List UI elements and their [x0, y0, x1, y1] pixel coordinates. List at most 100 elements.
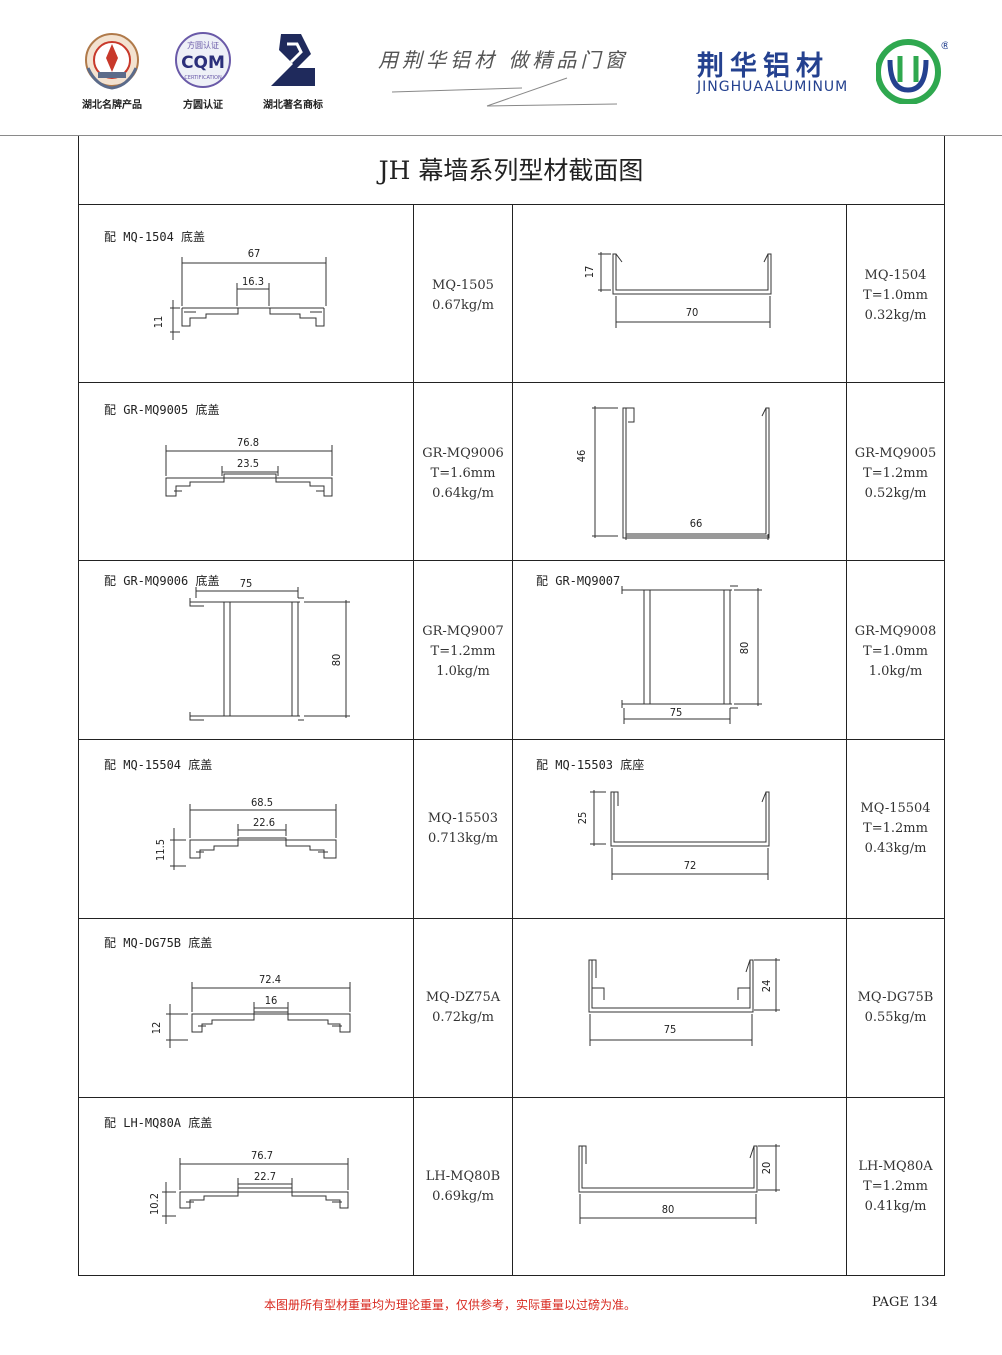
dimension-label: 80: [330, 654, 343, 667]
left-profile-spec: GR-MQ9007 T=1.2mm 1.0kg/m: [414, 622, 512, 682]
right-profile-spec: GR-MQ9005 T=1.2mm 0.52kg/m: [847, 444, 944, 504]
model-number: GR-MQ9005: [854, 446, 937, 461]
weight-value: 0.41kg/m: [864, 1199, 927, 1214]
row-divider: [78, 918, 944, 919]
hubei-trademark-badge: [253, 28, 333, 98]
slogan-text: 用荆华铝材 做精品门窗: [378, 48, 629, 72]
cqm-logo-icon: 方圆认证 CQM CERTIFICATION: [175, 32, 231, 88]
profile-h-gr-mq9008: [621, 585, 738, 709]
left-profile-spec: MQ-15503 0.713kg/m: [414, 809, 512, 849]
slogan-underline-icon: [392, 77, 618, 107]
hubei-brand-badge: [72, 28, 152, 98]
right-profile-spec: MQ-DG75B 0.55kg/m: [847, 988, 944, 1028]
dimension-label: 70: [686, 306, 699, 319]
brand-name-en: JINGHUAALUMINUM: [697, 79, 849, 95]
model-number: MQ-DZ75A: [425, 990, 501, 1005]
weight-value: 0.713kg/m: [427, 831, 499, 846]
dimension-lines: [589, 958, 780, 1046]
dimension-label: 75: [664, 1023, 677, 1036]
model-number: GR-MQ9007: [422, 624, 504, 639]
left-profile-label: 配 MQ-15504 底盖: [104, 758, 213, 772]
profile-u-channel-gr-mq9005: [622, 407, 770, 539]
weight-value: 0.72kg/m: [432, 1010, 494, 1025]
cqm-top-text: 方圆认证: [187, 40, 219, 50]
dimension-label: 76.8: [237, 436, 259, 449]
dimension-lines: [170, 804, 337, 870]
weight-value: 0.52kg/m: [864, 486, 927, 501]
dimension-label: 80: [738, 642, 751, 655]
cqm-sub-text: CERTIFICATION: [184, 75, 222, 81]
dimension-label: 22.6: [253, 816, 275, 829]
right-profile-spec: MQ-15504 T=1.2mm 0.43kg/m: [847, 799, 944, 859]
profile-cap-mq15503: [189, 837, 337, 859]
dimension-lines: [165, 445, 333, 476]
model-number: MQ-1504: [864, 268, 927, 283]
registered-mark: ®: [940, 39, 948, 52]
dimension-label: 10.2: [148, 1193, 161, 1215]
profile-drawings: 67 16.3 11 70 17 76.8 23.5 66 46 75 80 7…: [148, 247, 780, 1224]
thickness-value: T=1.2mm: [863, 466, 928, 481]
model-number: LH-MQ80A: [858, 1159, 933, 1174]
dimension-label: 76.7: [251, 1149, 273, 1162]
row-divider: [78, 739, 944, 740]
dimension-lines: [590, 790, 769, 880]
right-profile-spec: GR-MQ9008 T=1.0mm 1.0kg/m: [847, 622, 944, 682]
section-table: JH 幕墙系列型材截面图 配 MQ-1504 底盖 MQ-1505 0.67kg…: [78, 136, 945, 1276]
profile-channel-mq15504: [610, 791, 770, 847]
thickness-value: T=1.0mm: [863, 288, 928, 303]
dimension-label: 72: [684, 859, 697, 872]
thickness-value: T=1.0mm: [863, 644, 928, 659]
model-number: MQ-DG75B: [857, 990, 934, 1005]
left-profile-spec: MQ-1505 0.67kg/m: [414, 276, 512, 316]
trademark-logo-icon: [271, 34, 315, 86]
profile-cap-lh-mq80b: [179, 1187, 349, 1209]
right-profile-label: 配 MQ-15503 底座: [536, 758, 645, 772]
dimension-label: 12: [150, 1022, 163, 1035]
row-divider: [78, 204, 944, 205]
right-profile-spec: LH-MQ80A T=1.2mm 0.41kg/m: [847, 1157, 944, 1217]
dimension-label: 24: [760, 980, 773, 993]
dimension-label: 66: [690, 517, 703, 530]
dimension-label: 80: [662, 1203, 675, 1216]
brand-logo-icon: ®: [876, 39, 948, 104]
cqm-text: CQM: [181, 53, 225, 73]
profile-channel-mq1504: [612, 253, 772, 295]
dimension-label: 11.5: [154, 839, 167, 861]
model-number: MQ-1505: [432, 278, 494, 293]
dimension-lines: [598, 252, 771, 328]
model-number: LH-MQ80B: [425, 1169, 501, 1184]
weight-value: 1.0kg/m: [436, 664, 490, 679]
model-number: MQ-15503: [427, 811, 499, 826]
profile-channel-lh-mq80a: [578, 1145, 758, 1193]
page-number: PAGE 134: [872, 1295, 938, 1310]
brand-name-cn: 荆华铝材: [697, 51, 829, 82]
dimension-lines: [170, 257, 327, 340]
thickness-value: T=1.2mm: [430, 644, 496, 659]
profile-cap-mq1505: [181, 307, 325, 327]
dimension-label: 16.3: [242, 275, 264, 288]
row-divider: [78, 382, 944, 383]
left-profile-spec: MQ-DZ75A 0.72kg/m: [414, 988, 512, 1028]
model-number: GR-MQ9008: [854, 624, 937, 639]
badge-caption: 方圆认证: [183, 100, 223, 111]
weight-value: 1.0kg/m: [868, 664, 923, 679]
profile-cap-mq-dz75a: [191, 1011, 351, 1033]
table-border-right: [944, 136, 945, 1276]
dimension-label: 72.4: [259, 973, 281, 986]
weight-value: 0.64kg/m: [432, 486, 494, 501]
dimension-label: 20: [760, 1162, 773, 1175]
column-divider: [846, 204, 847, 1276]
right-profile-spec: MQ-1504 T=1.0mm 0.32kg/m: [847, 266, 944, 326]
thickness-value: T=1.6mm: [430, 466, 496, 481]
table-border-bottom: [78, 1275, 944, 1276]
profile-cap-gr-mq9006: [165, 473, 333, 497]
right-profile-label: 配 GR-MQ9007: [536, 574, 621, 588]
dimension-label: 68.5: [251, 796, 273, 809]
left-profile-label: 配 MQ-DG75B 底盖: [104, 936, 213, 950]
dimension-label: 75: [670, 706, 683, 719]
left-profile-label: 配 GR-MQ9006 底盖: [104, 574, 220, 588]
model-number: MQ-15504: [860, 801, 931, 816]
left-profile-spec: GR-MQ9006 T=1.6mm 0.64kg/m: [414, 444, 512, 504]
dimension-lines: [195, 587, 350, 718]
dimension-label: 67: [248, 247, 261, 260]
